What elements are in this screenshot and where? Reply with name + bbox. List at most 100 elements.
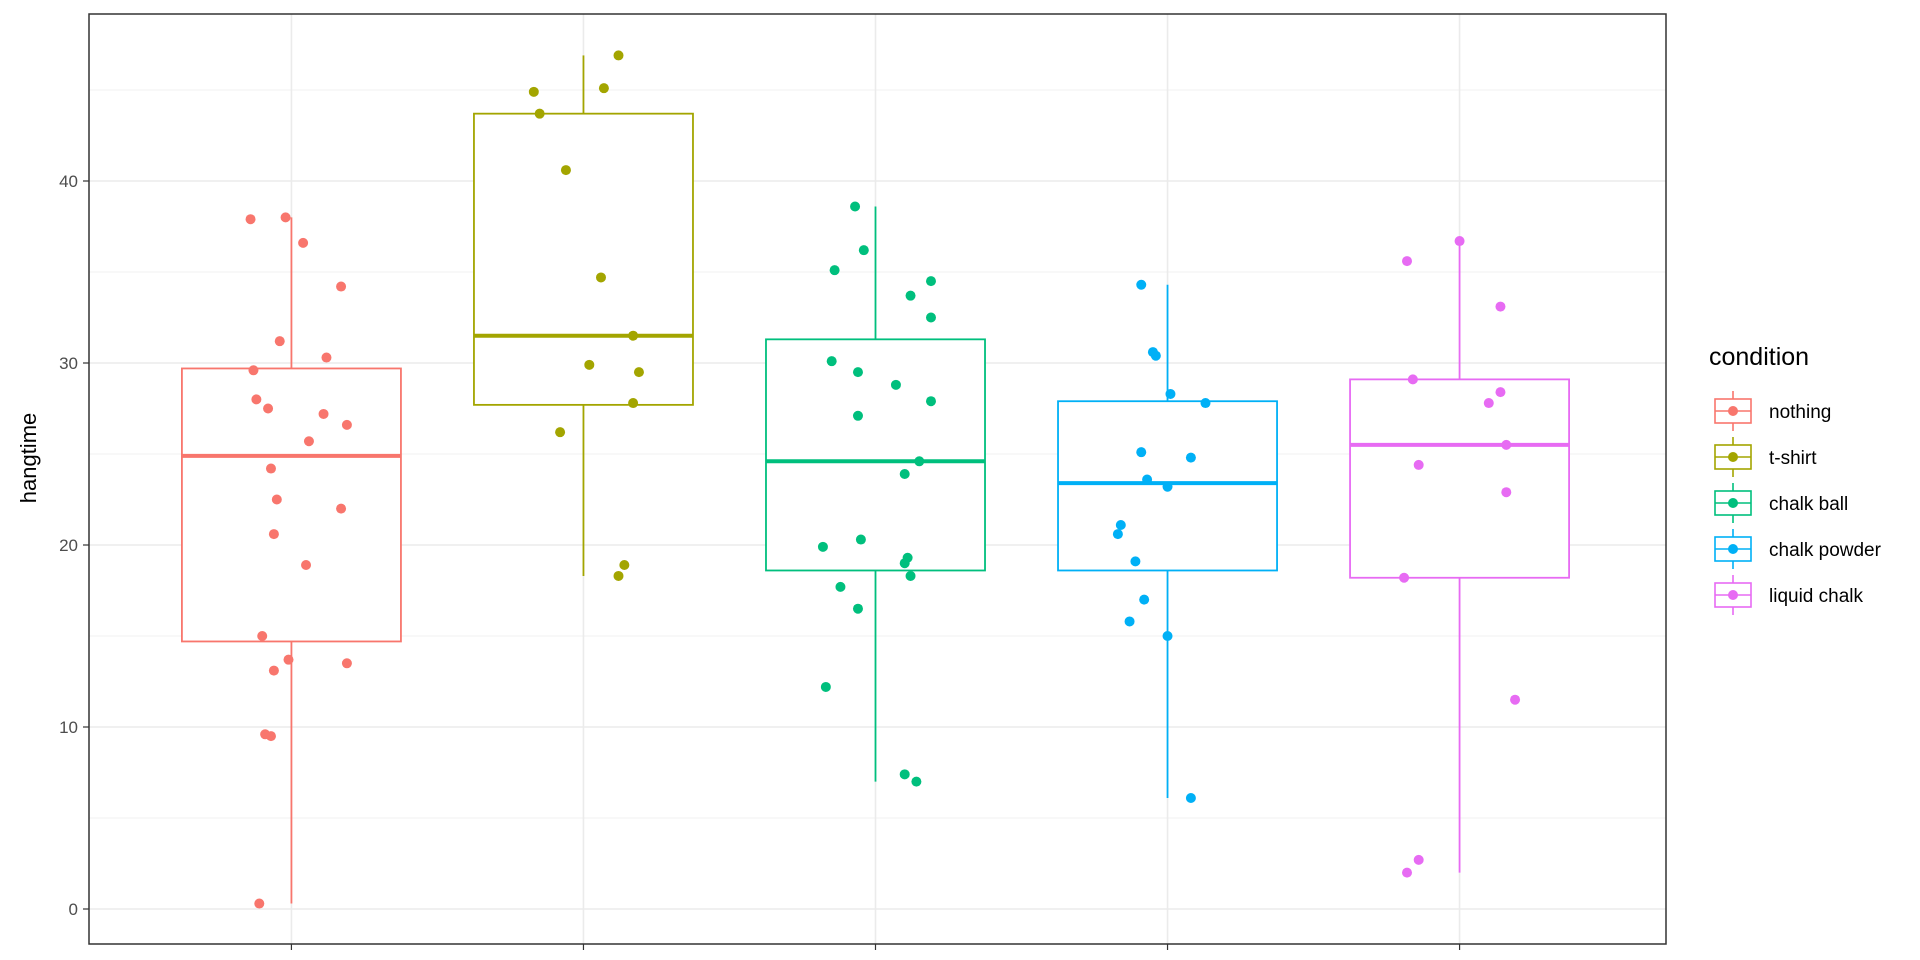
data-point	[850, 201, 861, 212]
data-point	[1136, 447, 1147, 458]
data-point	[835, 581, 846, 592]
data-point	[336, 503, 347, 514]
data-point	[1495, 387, 1506, 398]
legend-key-point	[1728, 590, 1738, 600]
data-point	[1402, 867, 1413, 878]
y-axis: 0 10 20 30 40	[59, 172, 1461, 950]
data-point	[341, 658, 352, 669]
data-point	[584, 359, 595, 370]
box-iqr	[473, 112, 694, 406]
legend-item-liquid-chalk: liquid chalk	[1714, 575, 1863, 615]
data-point	[613, 570, 624, 581]
data-point	[914, 456, 925, 467]
data-point	[1185, 792, 1196, 803]
data-point	[595, 272, 606, 283]
data-point	[925, 276, 936, 287]
jitter-points	[245, 50, 1521, 909]
data-point	[613, 50, 624, 61]
data-point	[283, 654, 294, 665]
data-point	[852, 603, 863, 614]
data-point	[1162, 631, 1173, 641]
box-iqr	[181, 367, 402, 643]
data-point	[336, 281, 347, 292]
data-point	[1130, 556, 1141, 567]
box-iqr	[1349, 378, 1570, 579]
data-point	[1399, 572, 1410, 583]
data-point	[1112, 529, 1123, 540]
data-point	[829, 265, 840, 276]
legend-label: chalk ball	[1769, 494, 1848, 515]
data-point	[1142, 474, 1153, 485]
data-point	[905, 570, 916, 581]
y-tick-label: 30	[59, 354, 78, 373]
data-point	[1185, 452, 1196, 463]
data-point	[555, 427, 566, 438]
data-point	[528, 86, 539, 97]
data-point	[925, 312, 936, 323]
data-point	[899, 769, 910, 780]
data-point	[257, 631, 268, 641]
box-t-shirt	[473, 55, 694, 576]
data-point	[265, 463, 276, 474]
data-point	[318, 408, 329, 419]
data-point	[911, 776, 922, 787]
y-tick-label: 0	[69, 900, 78, 919]
box-nothing	[181, 217, 402, 904]
data-point	[820, 681, 831, 692]
data-point	[1124, 616, 1135, 627]
boxes	[181, 55, 1570, 904]
legend-key-point	[1728, 498, 1738, 508]
box-chalk-ball	[765, 206, 986, 782]
data-point	[899, 469, 910, 480]
data-point	[598, 83, 609, 94]
data-point	[1139, 594, 1150, 605]
y-tick-label: 10	[59, 718, 78, 737]
legend-key-point	[1728, 544, 1738, 554]
data-point	[905, 290, 916, 301]
legend-item-nothing: nothing	[1714, 391, 1831, 431]
data-point	[619, 560, 630, 571]
data-point	[301, 560, 312, 571]
data-point	[280, 212, 291, 223]
data-point	[245, 214, 256, 225]
data-point	[1483, 398, 1494, 409]
legend-key-point	[1728, 452, 1738, 462]
legend-label: liquid chalk	[1769, 586, 1863, 607]
data-point	[560, 165, 571, 176]
legend-key-point	[1728, 406, 1738, 416]
data-point	[1501, 439, 1512, 450]
data-point	[1413, 854, 1424, 865]
y-tick-label: 20	[59, 536, 78, 555]
legend-label: t-shirt	[1769, 448, 1817, 469]
plot-panel-border	[88, 13, 1667, 945]
data-point	[303, 436, 314, 447]
data-point	[265, 731, 276, 742]
data-point	[268, 665, 279, 676]
data-point	[817, 541, 828, 552]
data-point	[1150, 350, 1161, 361]
data-point	[858, 245, 869, 256]
data-point	[341, 419, 352, 430]
legend-item-chalk-ball: chalk ball	[1714, 483, 1848, 523]
data-point	[628, 398, 639, 409]
data-point	[852, 367, 863, 378]
legend-item-t-shirt: t-shirt	[1714, 437, 1817, 477]
box-liquid-chalk	[1349, 241, 1570, 873]
data-point	[1115, 519, 1126, 530]
box-iqr	[765, 338, 986, 572]
data-point	[899, 558, 910, 569]
data-point	[1413, 459, 1424, 470]
data-point	[271, 494, 282, 505]
data-point	[1407, 374, 1418, 385]
data-point	[1402, 256, 1413, 267]
data-point	[826, 356, 837, 367]
data-point	[263, 403, 274, 414]
y-axis-title: hangtime	[16, 413, 41, 504]
data-point	[1136, 279, 1147, 290]
data-point	[321, 352, 332, 363]
data-point	[890, 379, 901, 390]
legend-label: chalk powder	[1769, 540, 1882, 561]
y-tick-label: 40	[59, 172, 78, 191]
